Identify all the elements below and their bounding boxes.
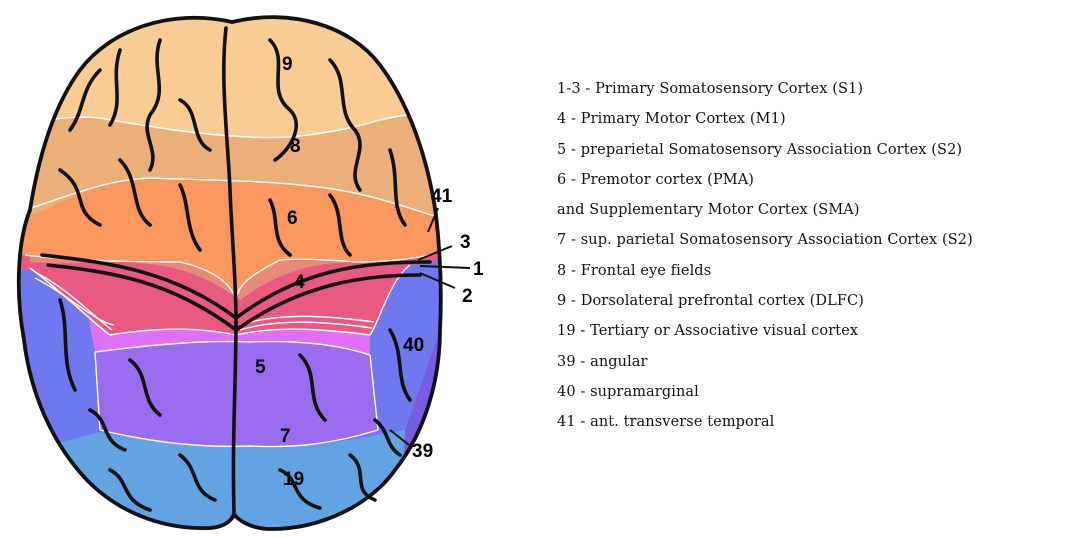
area-label-39: 39: [412, 441, 433, 462]
legend-item: 40 - supramarginal: [557, 379, 973, 409]
legend-item: 41 - ant. transverse temporal: [557, 409, 973, 439]
legend-item: 7 - sup. parietal Somatosensory Associat…: [557, 227, 973, 257]
legend-item: and Supplementary Motor Cortex (SMA): [557, 197, 973, 227]
legend-item: 8 - Frontal eye fields: [557, 258, 973, 288]
area-label-5: 5: [255, 357, 266, 378]
area-label-7: 7: [280, 426, 291, 447]
brain-diagram: 9 8 6 41 3 1 4 2 40 5 7 39 19: [0, 0, 530, 538]
area-label-1: 1: [473, 259, 484, 280]
area-label-4: 4: [294, 272, 305, 293]
area-label-41: 41: [431, 186, 453, 207]
area-label-9: 9: [282, 54, 293, 75]
area-label-2: 2: [462, 286, 473, 307]
region-temporal-41: [436, 205, 530, 262]
legend-item: 1-3 - Primary Somatosensory Cortex (S1): [557, 76, 973, 106]
legend: 1-3 - Primary Somatosensory Cortex (S1) …: [557, 76, 973, 440]
legend-item: 39 - angular: [557, 349, 973, 379]
area-label-3: 3: [460, 232, 471, 253]
area-label-40: 40: [403, 335, 424, 356]
legend-item: 9 - Dorsolateral prefrontal cortex (DLFC…: [557, 288, 973, 318]
legend-item: 5 - preparietal Somatosensory Associatio…: [557, 137, 973, 167]
area-label-19: 19: [283, 469, 304, 490]
area-label-8: 8: [290, 136, 301, 157]
legend-item: 19 - Tertiary or Associative visual cort…: [557, 318, 973, 348]
legend-item: 6 - Premotor cortex (PMA): [557, 167, 973, 197]
area-label-6: 6: [287, 208, 298, 229]
legend-item: 4 - Primary Motor Cortex (M1): [557, 106, 973, 136]
